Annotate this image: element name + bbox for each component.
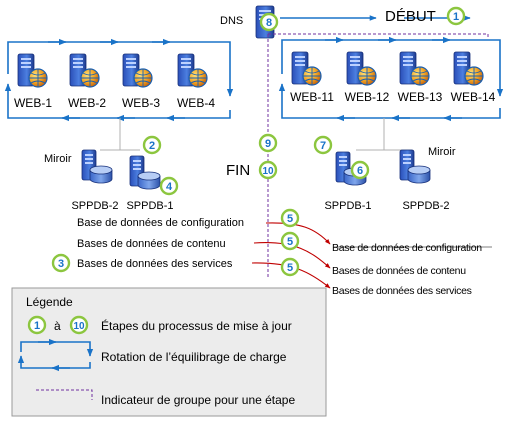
db-server-icon bbox=[129, 155, 161, 190]
step-badge-3: 3 bbox=[51, 253, 71, 273]
right-db-label-sppdb-1: SPPDB-1 bbox=[324, 200, 371, 212]
source-db-content: Bases de données de contenu bbox=[77, 238, 226, 250]
dns-label: DNS bbox=[220, 15, 243, 27]
svg-text:1: 1 bbox=[34, 320, 40, 332]
server-label-web-2: WEB-2 bbox=[68, 96, 106, 110]
transfer-arrow-configuration bbox=[265, 222, 331, 245]
target-db-configuration: Base de données de configuration bbox=[332, 242, 482, 254]
server-label-web-14: WEB-14 bbox=[451, 90, 496, 104]
transfer-arrow-content bbox=[253, 241, 331, 269]
db-server-icon bbox=[399, 149, 431, 184]
svg-text:8: 8 bbox=[266, 17, 272, 29]
svg-text:6: 6 bbox=[357, 165, 363, 177]
legend: Légende 1 à 10 Étapes du processus de mi… bbox=[11, 287, 327, 417]
step-badge-8: 8 bbox=[259, 12, 279, 32]
step-badge-4: 4 bbox=[159, 176, 179, 196]
web-server-icon bbox=[69, 53, 100, 88]
source-db-configuration: Base de données de configuration bbox=[77, 217, 244, 229]
server-label-web-3: WEB-3 bbox=[122, 96, 160, 110]
step-badge-5: 5 bbox=[280, 208, 300, 228]
step-badge-7: 7 bbox=[313, 135, 333, 155]
target-db-content: Bases de données de contenu bbox=[332, 265, 466, 277]
right-mirror-label: Miroir bbox=[428, 146, 456, 158]
server-label-web-11: WEB-11 bbox=[290, 90, 334, 104]
svg-text:9: 9 bbox=[265, 138, 271, 150]
legend-range-connector: à bbox=[54, 319, 61, 333]
server-label-web-13: WEB-13 bbox=[398, 90, 443, 104]
step-badge-1: 1 bbox=[446, 6, 466, 26]
svg-text:7: 7 bbox=[320, 140, 326, 152]
svg-text:5: 5 bbox=[287, 262, 293, 274]
step-badge-10: 10 bbox=[258, 160, 278, 180]
step-badge-9: 9 bbox=[258, 133, 278, 153]
source-db-services: Bases de données des services bbox=[77, 258, 233, 270]
legend-step-badge: 10 bbox=[69, 315, 89, 335]
right-rotation-bottom bbox=[278, 83, 501, 119]
svg-text:10: 10 bbox=[73, 321, 85, 332]
legend-rotation-icon bbox=[17, 338, 94, 372]
step-badge-5: 5 bbox=[280, 257, 300, 277]
web-server-icon bbox=[177, 53, 208, 88]
web-server-icon bbox=[122, 53, 153, 88]
svg-text:5: 5 bbox=[287, 213, 293, 225]
server-label-web-12: WEB-12 bbox=[345, 90, 390, 104]
svg-text:1: 1 bbox=[453, 11, 459, 23]
right-db-label-sppdb-2: SPPDB-2 bbox=[402, 200, 449, 212]
step-badge-2: 2 bbox=[142, 135, 162, 155]
legend-group-icon bbox=[36, 389, 93, 400]
svg-text:5: 5 bbox=[287, 236, 293, 248]
legend-title: Légende bbox=[26, 295, 73, 309]
legend-group-text: Indicateur de groupe pour une étape bbox=[101, 393, 295, 407]
legend-rotation-text: Rotation de l’équilibrage de charge bbox=[101, 350, 287, 364]
web-server-icon bbox=[17, 53, 48, 88]
svg-text:2: 2 bbox=[149, 140, 155, 152]
web-server-icon bbox=[399, 51, 430, 86]
legend-steps-text: Étapes du processus de mise à jour bbox=[101, 318, 292, 333]
step-badge-5: 5 bbox=[280, 231, 300, 251]
start-title: DÉBUT bbox=[385, 8, 436, 25]
web-server-icon bbox=[291, 51, 322, 86]
left-rotation-top bbox=[7, 41, 234, 97]
group-indicator bbox=[267, 33, 489, 278]
left-db-label-sppdb-2: SPPDB-2 bbox=[71, 200, 118, 212]
left-db-label-sppdb-1: SPPDB-1 bbox=[126, 200, 173, 212]
svg-text:10: 10 bbox=[262, 166, 274, 177]
db-server-icon bbox=[81, 149, 113, 184]
web-server-icon bbox=[453, 51, 484, 86]
left-mirror-label: Miroir bbox=[44, 153, 72, 165]
target-db-services: Bases de données des services bbox=[332, 285, 472, 297]
svg-text:3: 3 bbox=[58, 258, 64, 270]
step-badge-6: 6 bbox=[350, 160, 370, 180]
server-label-web-1: WEB-1 bbox=[14, 96, 52, 110]
web-server-icon bbox=[346, 51, 377, 86]
svg-text:4: 4 bbox=[166, 181, 173, 193]
end-title: FIN bbox=[226, 162, 250, 179]
legend-step-badge: 1 bbox=[27, 315, 47, 335]
server-label-web-4: WEB-4 bbox=[177, 96, 215, 110]
